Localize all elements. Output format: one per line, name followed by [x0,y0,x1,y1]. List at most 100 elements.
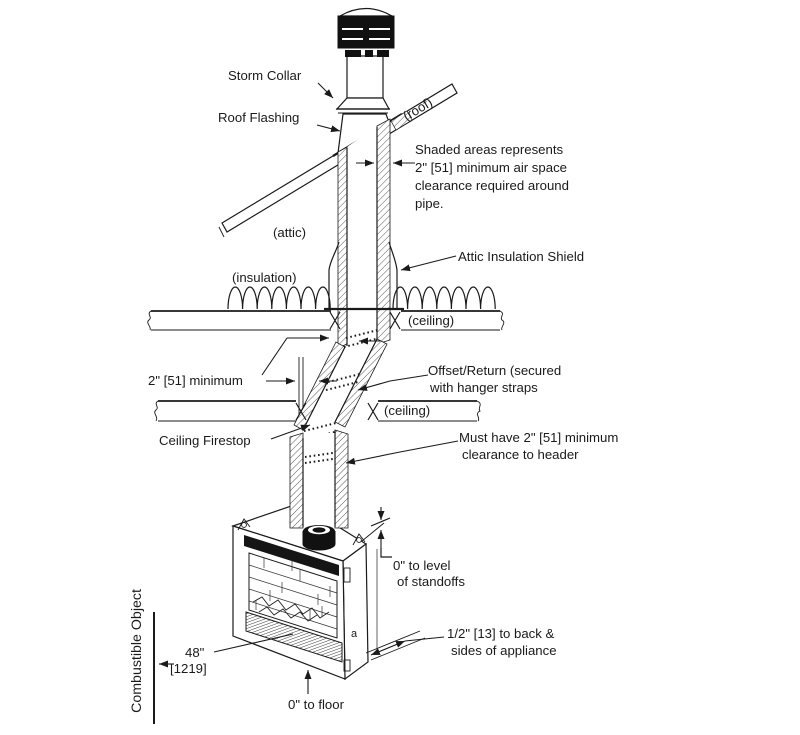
ceiling1-left-break [147,310,152,331]
offset-return-pipe [293,329,388,441]
roof-left-endcap [218,226,225,238]
insulation-area-label: (insulation) [232,270,297,285]
attic-shield-leader [400,255,457,272]
header-clearance-leader [345,440,459,465]
ceiling2-left-break [154,400,159,422]
cap-band-left [345,50,361,57]
wall-floor-line-2 [370,637,426,661]
attic-insulation-shield [324,241,404,311]
right-face-bottom-clip [343,659,351,672]
ceiling-firestop-label: Ceiling Firestop [159,433,251,448]
ceiling1-right-break [499,310,505,331]
lower-strip-left [289,432,304,529]
pipe-lower-joint [304,452,334,464]
pipe-above-collar [346,55,384,99]
attic-area-label: (attic) [273,225,306,240]
appliance-clearance-line1: 1/2" [13] to back & [447,626,555,641]
fireplace-bottom-grille [245,611,343,663]
cap-louver-slits [342,28,390,40]
shaded-note-line4: pipe. [415,196,444,211]
elbow-joint-upper [343,329,379,348]
firestop-spacer-right [389,311,401,330]
shaded-note-line1: Shaded areas represents [415,142,563,157]
standoff-left-eye [241,522,247,528]
wall-floor-line-1 [365,630,421,654]
chimney-termination [332,7,413,157]
firebox-brick-pattern [248,558,338,630]
cap-band-mid [365,50,373,57]
standoffs-line2: of standoffs [397,574,465,589]
right-face-latch [343,567,351,583]
cap-band-right [377,50,389,57]
cap-body [337,15,395,49]
insulation-coil-left [227,286,331,310]
header-clearance-line2: clearance to header [462,447,579,462]
cap-base-bands [345,50,389,57]
pipe-upper-body [347,126,377,346]
offset-return-leader [357,374,429,391]
offset-return-line2: with hanger straps [429,380,538,395]
header-clearance-line1: Must have 2" [51] minimum [459,430,618,445]
combustible-object-label: Combustible Object [129,589,145,713]
firestop-spacer2-left [295,402,307,421]
leaders-and-dimensions [159,82,459,694]
flue-collar-ring-inner [312,527,326,533]
pipe-lower-body [303,433,335,528]
firebox-logs [252,596,330,622]
ceiling-upper: (ceiling) [147,310,505,331]
appliance-clearance-line2: sides of appliance [451,643,557,658]
standoff-left-clip [237,518,251,531]
enclosure-wall [361,507,445,661]
storm-collar [335,97,391,110]
storm-collar-leader [317,82,334,99]
roof-area-label: (roof) [400,95,435,124]
lower-strip-right [334,429,349,529]
min-clearance-diag-leader [261,337,288,376]
fireplace-top-louver [244,535,339,576]
attic-shield-label: Attic Insulation Shield [458,249,584,264]
vent-marker-label: a [351,628,358,640]
width-mm-label: [1219] [170,661,207,676]
roof-hatch-patch [390,110,413,131]
standoff-right-eye [356,537,362,543]
ceiling-lower [154,400,481,422]
callout-texts: Storm Collar Roof Flashing Shaded areas … [148,68,618,712]
shield-flare-left [328,241,340,308]
floor-clearance-label: 0" to floor [288,697,345,712]
chimney-pipe-lower [289,429,349,529]
combustible-object: Combustible Object [129,589,155,724]
ceiling-upper-label: (ceiling) [408,313,454,328]
insulation-batts [227,286,496,310]
width-leader [213,633,294,653]
standoff-dim-bracket [380,548,392,558]
standoff-right-clip [352,533,366,546]
standoff-bracket-left [237,518,251,531]
roof-flashing-leader [316,124,341,133]
fireplace-right-face [342,542,369,681]
standoff-dim-tick [370,517,391,527]
firestop-spacer2-right [367,402,379,421]
offset-wall-right [334,338,378,423]
ceiling-lower-label: (ceiling) [384,403,430,418]
ceiling2-right-break [476,400,481,422]
flue-collar [302,525,336,551]
chimney-pipe-upper [337,118,391,349]
min-clearance-label: 2" [51] minimum [148,373,243,388]
cap-dome [337,7,395,17]
standoff-extension-line [361,522,385,542]
storm-collar-label: Storm Collar [228,68,302,83]
offset-return-line1: Offset/Return (secured [428,363,561,378]
appliance-clearance-arrow [370,640,406,656]
standoff-bracket-right [352,533,366,546]
shaded-note-line2: 2" [51] minimum air space [415,160,567,175]
air-space-strip-right [376,118,391,345]
shaded-note-line3: clearance required around [415,178,569,193]
insulation-coil-right [392,286,496,310]
shield-flare-right [388,241,398,308]
width-in-label: 48" [185,645,205,660]
offset-wall-left [302,346,346,431]
standoffs-line1: 0" to level [393,558,451,573]
air-space-strip-left [337,146,348,349]
